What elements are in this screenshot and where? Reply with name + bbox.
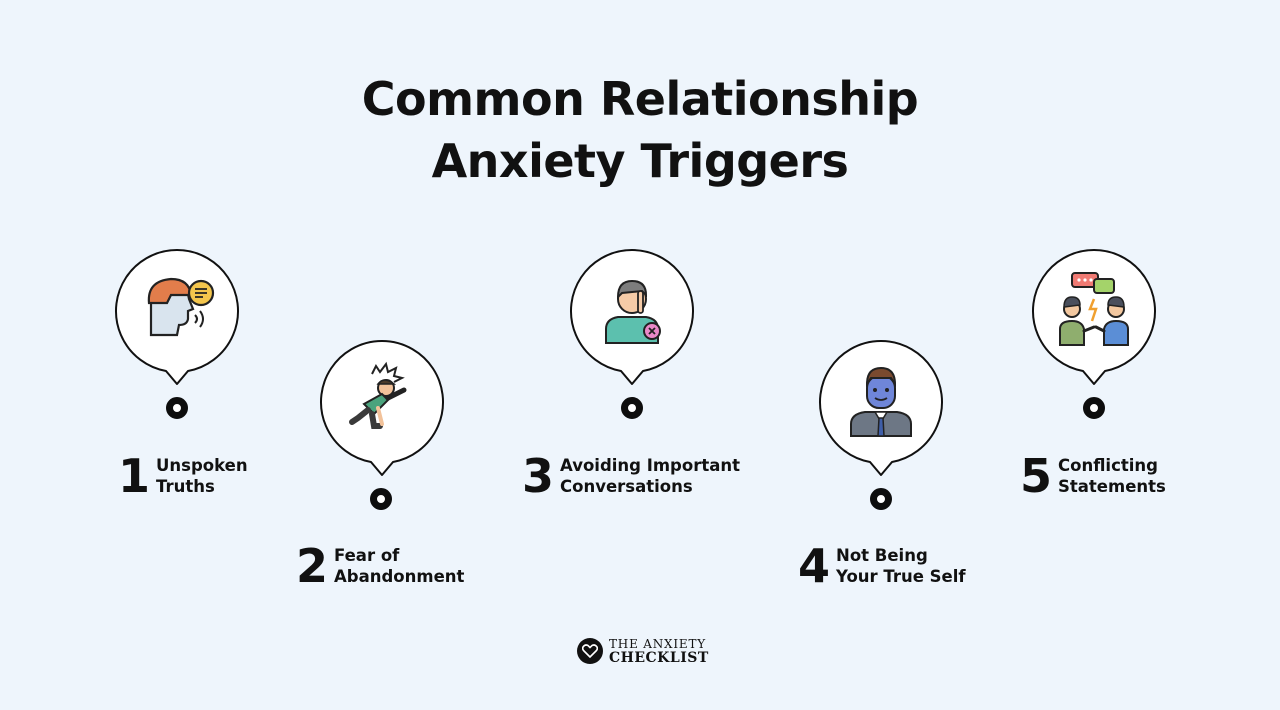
trigger-3-bubble [569, 247, 695, 397]
trigger-1-label: 1 Unspoken Truths [118, 453, 248, 499]
trigger-3-marker [621, 397, 643, 419]
trigger-4-marker [870, 488, 892, 510]
trigger-5-marker [1083, 397, 1105, 419]
trigger-4-number: 4 [798, 539, 831, 593]
trigger-1-number: 1 [118, 449, 151, 503]
title-line-1: Common Relationship [361, 72, 919, 126]
trigger-2-line-1: Fear of [334, 546, 400, 565]
trigger-4-line-1: Not Being [836, 546, 928, 565]
shush-person-icon [605, 279, 661, 344]
logo-line-1: THE ANXIETY [609, 637, 706, 651]
trigger-1-marker [166, 397, 188, 419]
trigger-3-line-2: Conversations [560, 477, 693, 496]
title-line-2: Anxiety Triggers [431, 134, 849, 188]
arguing-people-icon [1059, 272, 1129, 346]
trigger-1-bubble [114, 247, 240, 397]
page-title: Common Relationship Anxiety Triggers [0, 68, 1280, 192]
trigger-2-bubble [319, 338, 445, 488]
trigger-5-line-2: Statements [1058, 477, 1166, 496]
logo-line-2: CHECKLIST [609, 650, 709, 666]
trigger-2-line-2: Abandonment [334, 567, 465, 586]
trigger-5-bubble [1031, 247, 1157, 397]
trigger-1-line-1: Unspoken [156, 456, 248, 475]
brand-logo: THE ANXIETY CHECKLIST [577, 637, 709, 665]
trigger-3-label: 3 Avoiding Important Conversations [522, 453, 740, 499]
trigger-3-number: 3 [522, 449, 555, 503]
masked-businessman-icon [850, 366, 912, 437]
trigger-1-line-2: Truths [156, 477, 215, 496]
trigger-3-line-1: Avoiding Important [560, 456, 740, 475]
trigger-2-label: 2 Fear of Abandonment [296, 543, 464, 589]
trigger-5-number: 5 [1020, 449, 1053, 503]
crawling-person-icon [349, 361, 407, 429]
trigger-5-label: 5 Conflicting Statements [1020, 453, 1166, 499]
trigger-4-bubble [818, 338, 944, 488]
trigger-4-label: 4 Not Being Your True Self [798, 543, 966, 589]
trigger-5-line-1: Conflicting [1058, 456, 1158, 475]
trigger-4-line-2: Your True Self [836, 567, 966, 586]
trigger-2-marker [370, 488, 392, 510]
speaking-head-icon [147, 277, 215, 337]
heart-icon [577, 638, 603, 664]
trigger-2-number: 2 [296, 539, 329, 593]
